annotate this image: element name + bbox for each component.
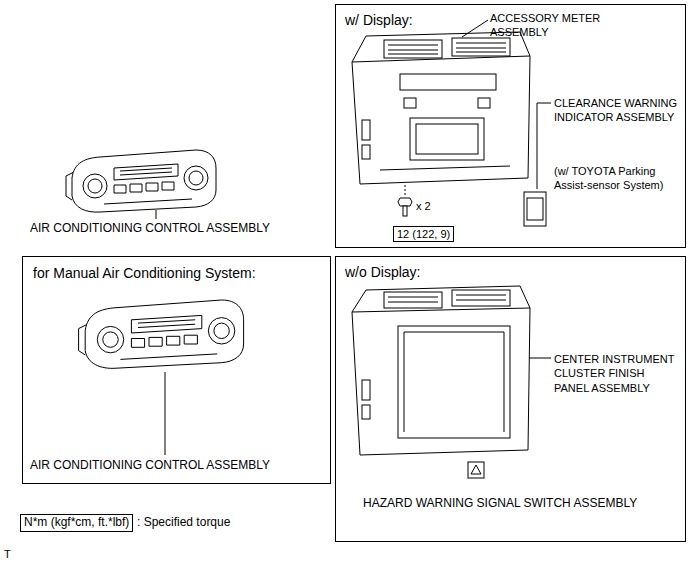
group-heading: w/o Display: bbox=[345, 263, 420, 281]
torque-value: 12 (122, 9) bbox=[397, 227, 450, 241]
torque-value: N*m (kgf*cm, ft.*lbf) bbox=[24, 515, 129, 531]
group-panel: w/ Display: 12 (122, 9) bbox=[335, 4, 686, 248]
part-label: CENTER INSTRUMENT CLUSTER FINISH PANEL A… bbox=[554, 352, 680, 395]
group-panel: for Manual Air Conditioning System: bbox=[22, 256, 331, 484]
torque-box: 12 (122, 9) bbox=[393, 226, 454, 242]
note-label: (w/ TOYOTA Parking Assist-sensor System) bbox=[554, 164, 680, 193]
part-label: CLEARANCE WARNING INDICATOR ASSEMBLY bbox=[554, 96, 680, 125]
torque-box: N*m (kgf*cm, ft.*lbf) bbox=[20, 514, 133, 532]
part-label: ACCESSORY METER ASSEMBLY bbox=[490, 11, 630, 40]
figure-code: T bbox=[4, 547, 11, 561]
part-label: AIR CONDITIONING CONTROL ASSEMBLY bbox=[30, 221, 270, 237]
legend-note: : Specified torque bbox=[137, 515, 230, 531]
group-heading: for Manual Air Conditioning System: bbox=[33, 264, 256, 282]
part-label: AIR CONDITIONING CONTROL ASSEMBLY bbox=[30, 458, 270, 474]
group-heading: w/ Display: bbox=[345, 11, 413, 29]
quantity-label: x 2 bbox=[416, 199, 431, 213]
part-label: HAZARD WARNING SIGNAL SWITCH ASSEMBLY bbox=[363, 496, 637, 512]
